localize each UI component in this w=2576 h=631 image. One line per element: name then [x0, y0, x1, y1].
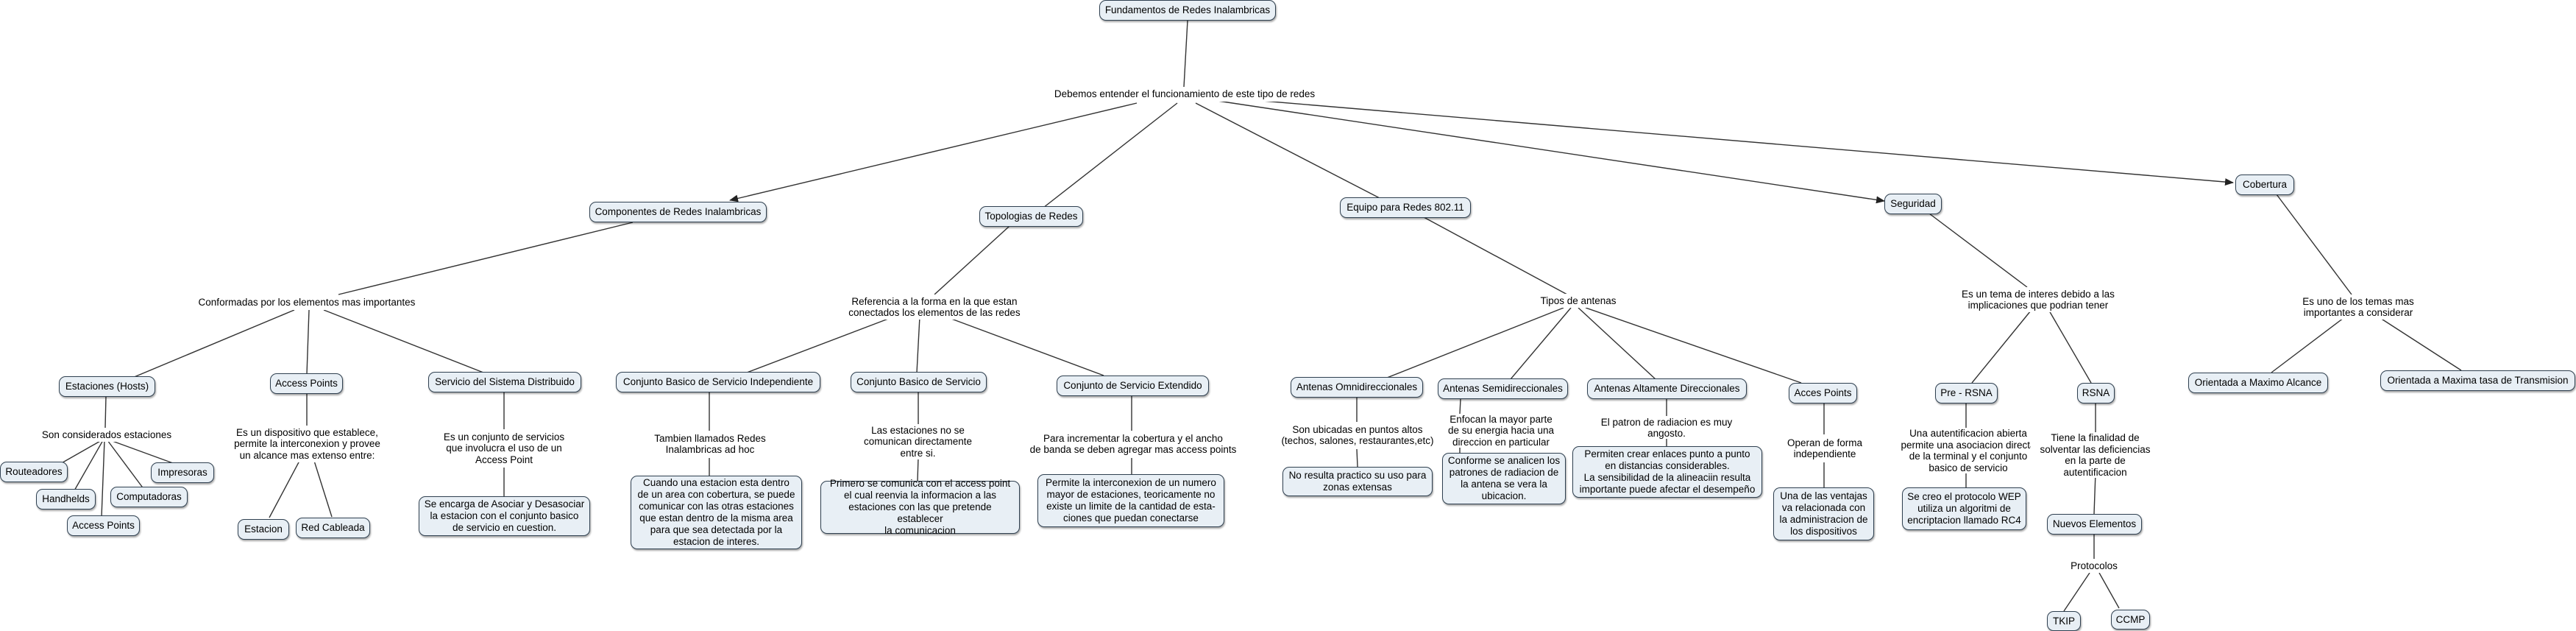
concept-maxima-tasa[interactable]: Orientada a Maxima tasa de Transmision — [2380, 370, 2575, 391]
concept-wep[interactable]: Se creo el protocolo WEP utiliza un algo… — [1902, 487, 2026, 530]
concept-estaciones[interactable]: Estaciones (Hosts) — [59, 376, 155, 397]
concept-access-points[interactable]: Access Points — [270, 373, 343, 394]
link-phrase-patron: El patron de radiacion es muy angosto. — [1593, 417, 1740, 439]
concept-cbs[interactable]: Conjunto Basico de Servicio — [851, 372, 987, 392]
concept-permiten-crear[interactable]: Permiten crear enlaces punto a punto en … — [1572, 446, 1762, 498]
concept-asociar[interactable]: Se encarga de Asociar y Desasociar la es… — [419, 496, 590, 536]
concept-cobertura[interactable]: Cobertura — [2235, 175, 2294, 195]
concept-cse[interactable]: Conjunto de Servicio Extendido — [1057, 376, 1209, 396]
concept-equipo[interactable]: Equipo para Redes 802.11 — [1340, 197, 1471, 218]
concept-tkip[interactable]: TKIP — [2047, 611, 2081, 631]
link-phrase-protocolos: Protocolos — [2064, 559, 2124, 573]
link-phrase-referencia: Referencia a la forma en la que estan co… — [842, 295, 1026, 320]
concept-conforme[interactable]: Conforme se analicen los patrones de rad… — [1442, 453, 1566, 504]
link-phrase-dispositivo: Es un dispositivo que establece, permite… — [224, 426, 390, 462]
link-phrase-no-se-comunican: Las estaciones no se comunican directame… — [857, 424, 979, 459]
concept-nuevos-elementos[interactable]: Nuevos Elementos — [2047, 514, 2142, 535]
link-phrase-intro: Debemos entender el funcionamiento de es… — [1045, 87, 1324, 102]
concept-permite-interconexion[interactable]: Permite la interconexion de un numero ma… — [1037, 474, 1224, 527]
concept-maximo-alcance[interactable]: Orientada a Maximo Alcance — [2188, 373, 2328, 393]
link-phrase-incrementar: Para incrementar la cobertura y el ancho… — [1026, 431, 1240, 457]
concept-rsna[interactable]: RSNA — [2077, 383, 2115, 403]
link-phrase-tema-interes: Es un tema de interes debido a las impli… — [1954, 287, 2123, 312]
link-phrase-ubicadas: Son ubicadas en puntos altos (techos, sa… — [1277, 422, 1438, 448]
concept-cuando[interactable]: Cuando una estacion esta dentro de un ar… — [631, 476, 802, 549]
concept-ccmp[interactable]: CCMP — [2111, 610, 2150, 630]
concept-handhelds[interactable]: Handhelds — [36, 489, 96, 510]
concept-computadoras[interactable]: Computadoras — [110, 487, 188, 507]
concept-estacion[interactable]: Estacion — [238, 519, 289, 540]
link-phrase-conformadas: Conformadas por los elementos mas import… — [193, 295, 421, 310]
concept-routeadores[interactable]: Routeadores — [0, 462, 68, 482]
concept-componentes[interactable]: Componentes de Redes Inalambricas — [589, 202, 767, 222]
link-phrase-consideradas: Son considerados estaciones — [29, 428, 184, 442]
concept-antenas-omni[interactable]: Antenas Omnidireccionales — [1291, 377, 1423, 398]
concept-primero[interactable]: Primero se comunica con el access point … — [820, 478, 1020, 536]
link-phrase-tambien: Tambien llamados Redes Inalambricas ad h… — [640, 431, 780, 457]
link-phrase-operan: Operan de forma independiente — [1781, 434, 1869, 462]
concept-access-points-2[interactable]: Access Points — [67, 515, 140, 536]
concept-antenas-semi[interactable]: Antenas Semidireccionales — [1438, 378, 1568, 399]
concept-root[interactable]: Fundamentos de Redes Inalambricas — [1099, 0, 1276, 21]
link-phrase-tipos-antenas: Tipos de antenas — [1534, 294, 1622, 308]
link-phrase-conjunto-servicios: Es un conjunto de servicios que involucr… — [434, 429, 574, 468]
concept-servicio-sistema-distribuido[interactable]: Servicio del Sistema Distribuido — [428, 372, 581, 392]
concept-red-cableada[interactable]: Red Cableada — [296, 518, 370, 538]
link-phrase-es-uno: Es uno de los temas mas importantes a co… — [2292, 295, 2424, 320]
concept-acces-points[interactable]: Acces Points — [1789, 383, 1857, 403]
link-phrase-finalidad: Tiene la finalidad de solventar las defi… — [2031, 432, 2160, 478]
concept-cbsi[interactable]: Conjunto Basico de Servicio Independient… — [616, 372, 820, 392]
link-phrase-enfocan: Enfocan la mayor parte de su energia hac… — [1446, 414, 1556, 448]
concept-seguridad[interactable]: Seguridad — [1884, 194, 1942, 214]
concept-antenas-altamente[interactable]: Antenas Altamente Direccionales — [1587, 378, 1747, 399]
concept-impresoras[interactable]: Impresoras — [151, 462, 214, 483]
concept-no-resulta[interactable]: No resulta practico su uso para zonas ex… — [1282, 467, 1433, 496]
concept-ventajas[interactable]: Una de las ventajas va relacionada con l… — [1773, 487, 1874, 540]
concept-pre-rsna[interactable]: Pre - RSNA — [1935, 383, 1998, 403]
link-phrase-autentificacion: Una autentificacion abierta permite una … — [1891, 428, 2045, 473]
concept-topologias[interactable]: Topologias de Redes — [979, 206, 1083, 227]
